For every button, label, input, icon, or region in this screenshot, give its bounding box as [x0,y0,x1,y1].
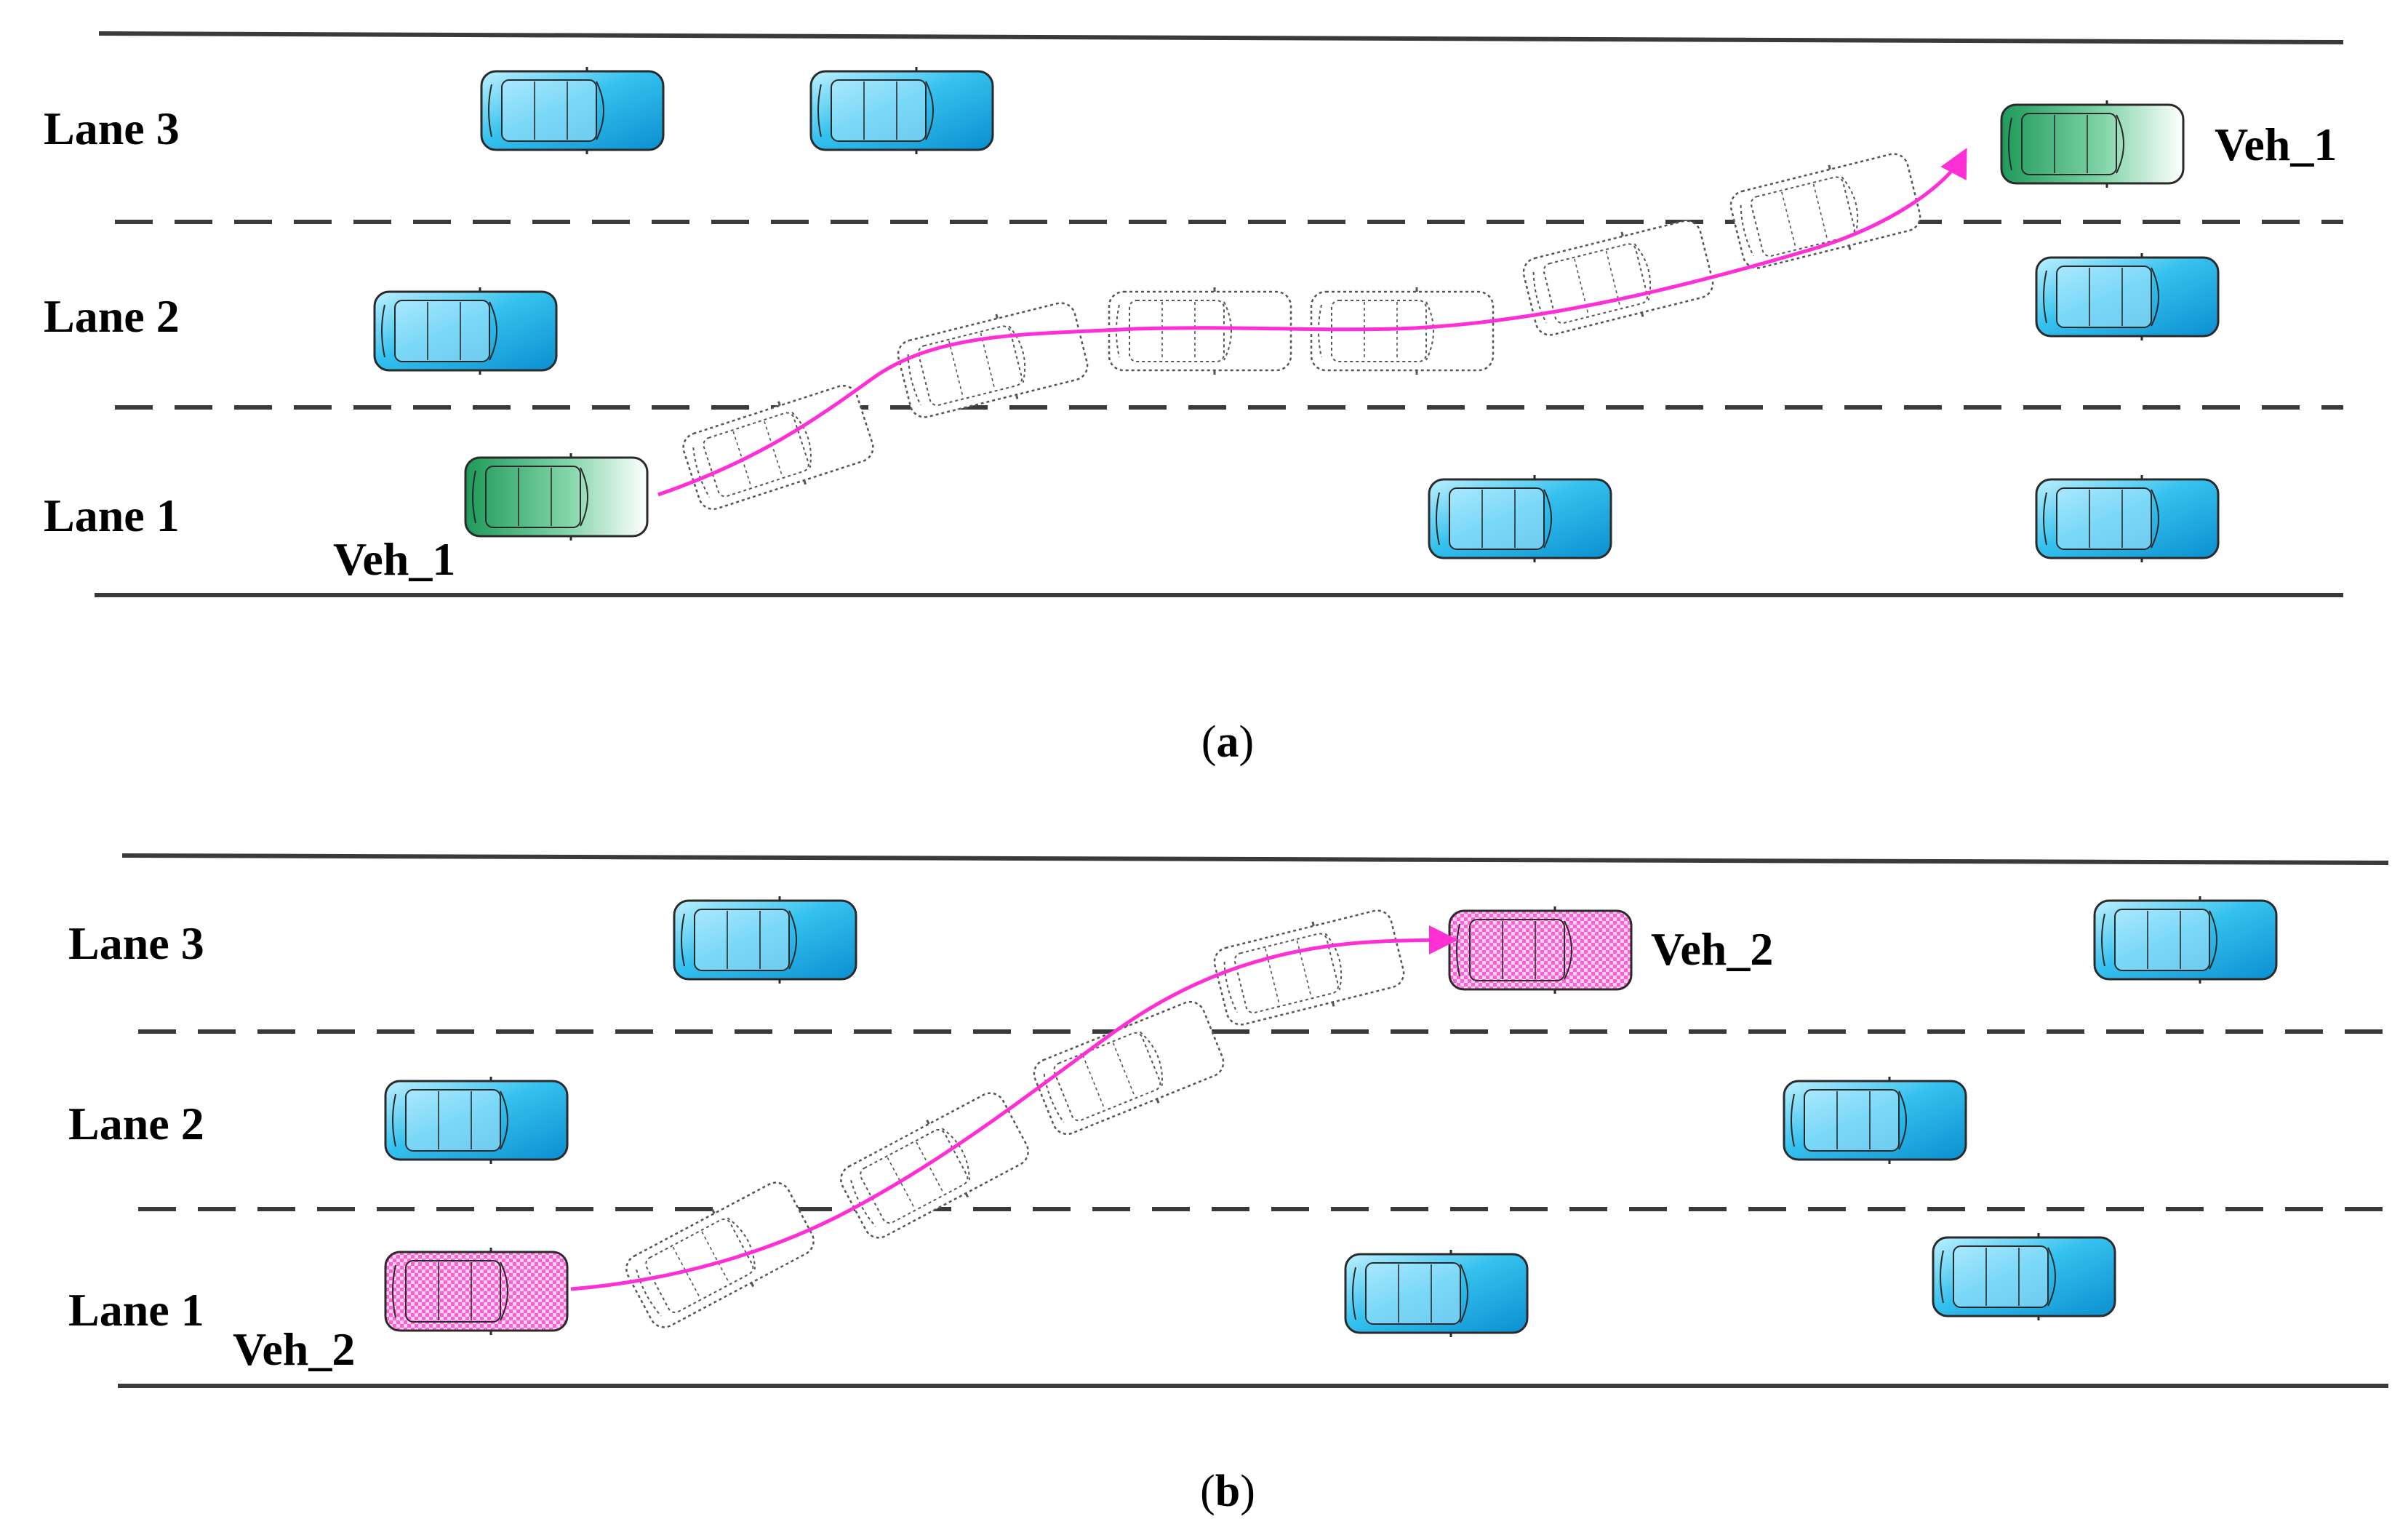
vehicle-blue [480,67,665,154]
ego-label-start: Veh_2 [233,1323,355,1375]
panel-caption-b: (b) [1200,1467,1255,1516]
vehicle-blue [673,896,857,984]
vehicle-trajectory-ghost [1729,153,1921,269]
ego-vehicle-end [1448,906,1633,994]
ego-vehicle-end [2000,100,2185,188]
vehicle-blue [1783,1077,1967,1164]
lane-label-3: Lane 3 [68,917,204,969]
vehicle-trajectory-ghost [1033,1000,1225,1136]
vehicle-blue [1428,475,1612,562]
road-edge-top [98,31,2344,44]
vehicle-trajectory-ghost [1108,287,1292,375]
lane-label-1: Lane 1 [68,1284,204,1336]
vehicle-blue [384,1077,569,1164]
lane-label-2: Lane 2 [68,1098,204,1149]
vehicle-trajectory-ghost [840,1092,1029,1239]
vehicle-blue [373,287,558,375]
panel-a: Lane 3 Lane 2 Lane 1 Veh_1 Veh_1 (a) [44,31,2344,767]
vehicle-trajectory-ghost [682,384,874,511]
vehicle-trajectory-ghost [1522,220,1714,336]
panel-caption-a: (a) [1201,717,1254,767]
lane-label-2: Lane 2 [44,290,180,342]
ego-vehicle-start [464,453,649,541]
trajectory-arrow [570,925,1458,1291]
road-edge-top [121,853,2389,865]
vehicle-blue [1344,1250,1529,1337]
vehicle-trajectory-ghost [1213,909,1405,1026]
ego-label-end: Veh_2 [1651,923,1773,975]
vehicle-blue [2093,896,2278,984]
ego-vehicle-start [384,1248,569,1335]
vehicle-blue [1932,1233,2116,1320]
ego-label-start: Veh_1 [333,533,455,585]
vehicle-blue [2035,253,2220,340]
vehicle-trajectory-ghost [897,302,1089,418]
vehicle-blue [2035,475,2220,562]
vehicle-trajectory-ghost [625,1181,815,1328]
ego-label-end: Veh_1 [2215,119,2337,170]
panel-b: Lane 3 Lane 2 Lane 1 Veh_2 Veh_2 (b) [68,853,2389,1516]
lane-label-1: Lane 1 [44,490,180,541]
vehicle-blue [809,67,994,154]
trajectory-arrow [657,148,1967,497]
lane-label-3: Lane 3 [44,103,180,154]
